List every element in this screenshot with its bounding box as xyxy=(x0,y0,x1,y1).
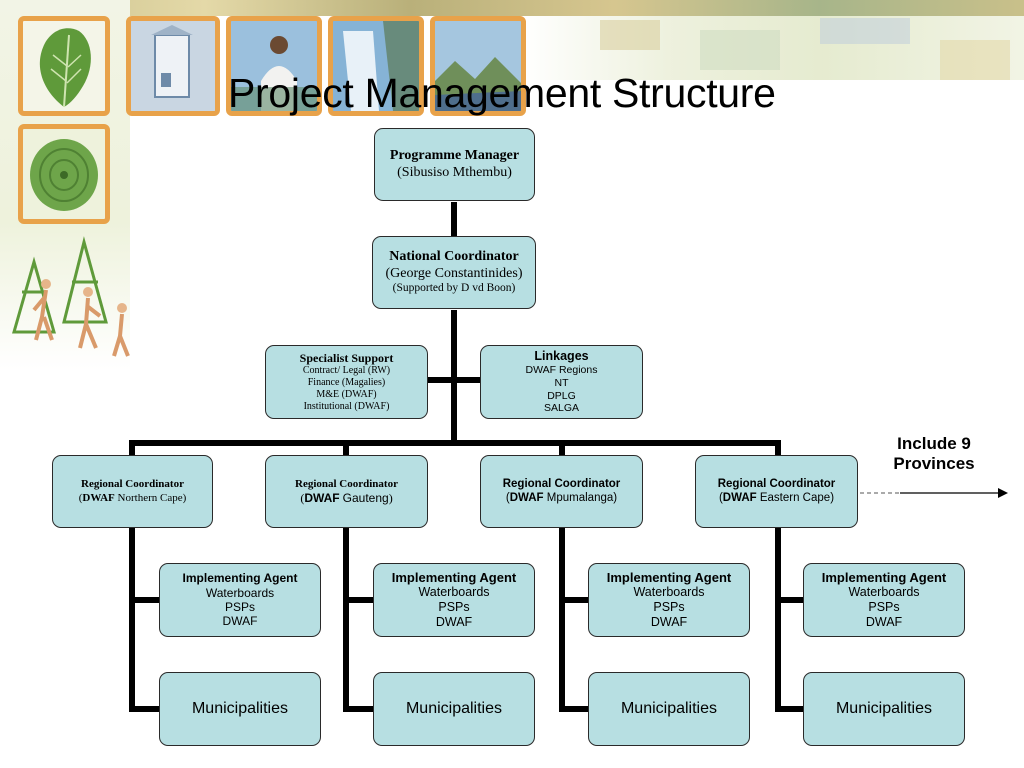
implementing-agent-item: Waterboards xyxy=(848,585,920,600)
tree-ring-icon xyxy=(30,139,98,211)
implementing-agent-title: Implementing Agent xyxy=(182,571,298,586)
linkages-title: Linkages xyxy=(534,349,589,364)
leaf-photo xyxy=(18,16,110,116)
implementing-agent-title: Implementing Agent xyxy=(391,569,517,585)
header-banner xyxy=(0,0,1024,130)
implementing-agent-item: DWAF xyxy=(650,615,688,630)
person-icon xyxy=(231,21,317,111)
wood-slice-photo xyxy=(18,124,110,224)
linkages-item: DPLG xyxy=(547,389,576,402)
specialist-support-item: M&E (DWAF) xyxy=(316,389,377,401)
regional-coordinator-title: Regional Coordinator xyxy=(717,477,836,490)
national-coordinator-title: National Coordinator xyxy=(389,248,519,264)
municipalities-label: Municipalities xyxy=(620,700,718,718)
implementing-agent-item: PSPs xyxy=(653,600,685,615)
linkages-item: DWAF Regions xyxy=(525,364,598,377)
national-coordinator-box: National Coordinator (George Constantini… xyxy=(372,236,536,309)
regional-coordinator-org: DWAF xyxy=(304,490,340,505)
linkages-box: Linkages DWAF Regions NT DPLG SALGA xyxy=(480,345,643,419)
regional-coordinator-org: DWAF xyxy=(509,491,544,504)
programme-manager-name: (Sibusiso Mthembu) xyxy=(397,164,512,180)
municipalities-label: Municipalities xyxy=(405,700,503,718)
hikers-illustration xyxy=(6,222,136,362)
specialist-support-item: Institutional (DWAF) xyxy=(303,401,390,413)
water-tank-photo xyxy=(126,16,220,116)
worker-photo xyxy=(226,16,322,116)
waterfall-photo xyxy=(328,16,424,116)
implementing-agent-box: Implementing Agent Waterboards PSPs DWAF xyxy=(373,563,535,637)
implementing-agent-box: Implementing Agent Waterboards PSPs DWAF xyxy=(803,563,965,637)
regional-coordinator-org: DWAF xyxy=(722,491,757,504)
implementing-agent-item: DWAF xyxy=(222,614,258,629)
implementing-agent-item: PSPs xyxy=(438,600,470,615)
regional-coordinator-org: DWAF xyxy=(82,491,115,504)
page-title: Project Management Structure xyxy=(228,70,776,116)
provinces-note-line: Provinces xyxy=(893,454,975,474)
regional-coordinator-title: Regional Coordinator xyxy=(295,477,398,490)
municipalities-box: Municipalities xyxy=(159,672,321,746)
regional-coordinator-eastern-cape: Regional Coordinator (DWAF Eastern Cape) xyxy=(695,455,858,528)
implementing-agent-box: Implementing Agent Waterboards PSPs DWAF xyxy=(588,563,750,637)
provinces-note-line: Include 9 xyxy=(897,434,971,453)
implementing-agent-item: DWAF xyxy=(865,615,903,630)
linkages-item: NT xyxy=(554,376,569,389)
implementing-agent-item: PSPs xyxy=(224,600,255,614)
arrow-head-icon xyxy=(998,488,1008,498)
implementing-agent-title: Implementing Agent xyxy=(821,569,947,585)
landscape-icon xyxy=(435,21,521,111)
building-icon xyxy=(131,21,215,111)
leaf-icon xyxy=(39,28,91,108)
waterfall-icon xyxy=(333,21,419,111)
regional-coordinator-region: Mpumalanga xyxy=(546,491,614,504)
regional-coordinator-title: Regional Coordinator xyxy=(81,478,184,491)
implementing-agent-item: Waterboards xyxy=(418,585,490,600)
implementing-agent-item: DWAF xyxy=(435,615,473,630)
programme-manager-box: Programme Manager (Sibusiso Mthembu) xyxy=(374,128,535,201)
national-coordinator-support: (Supported by D vd Boon) xyxy=(392,282,516,295)
regional-coordinator-region: Gauteng xyxy=(342,490,389,505)
implementing-agent-item: Waterboards xyxy=(633,585,705,600)
regional-coordinator-northern-cape: Regional Coordinator (DWAF Northern Cape… xyxy=(52,455,213,528)
regional-coordinator-title: Regional Coordinator xyxy=(502,477,621,490)
implementing-agent-box: Implementing Agent Waterboards PSPs DWAF xyxy=(159,563,321,637)
implementing-agent-title: Implementing Agent xyxy=(606,569,732,585)
specialist-support-item: Finance (Magalies) xyxy=(307,377,386,389)
specialist-support-title: Specialist Support xyxy=(299,350,394,365)
municipalities-box: Municipalities xyxy=(588,672,750,746)
specialist-support-item: Contract/ Legal (RW) xyxy=(302,365,391,377)
implementing-agent-item: PSPs xyxy=(868,600,900,615)
municipalities-box: Municipalities xyxy=(373,672,535,746)
landscape-photo xyxy=(430,16,526,116)
programme-manager-title: Programme Manager xyxy=(389,147,520,163)
regional-coordinator-mpumalanga: Regional Coordinator (DWAF Mpumalanga) xyxy=(480,455,643,528)
regional-coordinator-gauteng: Regional Coordinator (DWAF Gauteng) xyxy=(265,455,428,528)
regional-coordinator-region: Northern Cape xyxy=(117,491,183,504)
linkages-item: SALGA xyxy=(543,402,580,415)
national-coordinator-name: (George Constantinides) xyxy=(385,265,523,281)
municipalities-label: Municipalities xyxy=(835,700,933,718)
municipalities-box: Municipalities xyxy=(803,672,965,746)
specialist-support-box: Specialist Support Contract/ Legal (RW) … xyxy=(265,345,428,419)
provinces-note: Include 9 Provinces xyxy=(876,434,992,475)
implementing-agent-item: Waterboards xyxy=(205,585,275,600)
municipalities-label: Municipalities xyxy=(191,700,289,718)
regional-coordinator-region: Eastern Cape xyxy=(759,491,831,504)
